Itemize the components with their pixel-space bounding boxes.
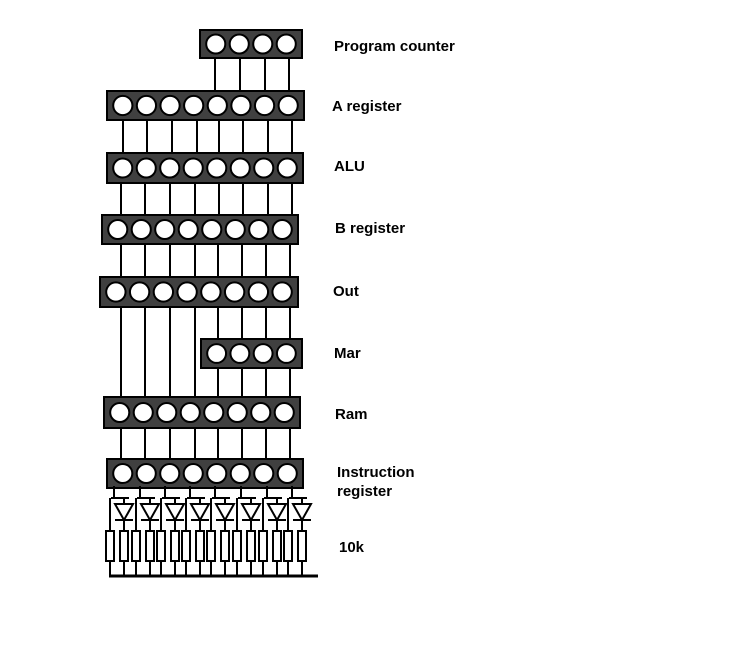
header-b-register-pin-6	[248, 218, 270, 241]
header-a-register-pin-4	[206, 94, 228, 117]
diode-2	[164, 503, 186, 523]
diode-0	[113, 503, 135, 523]
label-a-register: A register	[332, 98, 402, 115]
resistor-b-3	[195, 530, 205, 562]
header-ram-pin-2	[156, 401, 178, 424]
label-instruction-register-line1: Instruction	[337, 464, 415, 481]
header-b-register-pin-4	[201, 218, 223, 241]
header-alu-pin-6	[253, 157, 275, 179]
header-ram-pin-3	[179, 401, 201, 424]
header-instruction-register-pin-0	[112, 462, 134, 485]
header-ram-pin-0	[109, 401, 131, 424]
label-mar: Mar	[334, 345, 361, 362]
diode-4	[214, 503, 236, 523]
label-program-counter: Program counter	[334, 38, 455, 55]
header-ram-pin-6	[250, 401, 272, 424]
header-a-register-pin-2	[159, 94, 181, 117]
resistor-a-1	[131, 530, 141, 562]
header-mar-pin-2	[252, 343, 274, 364]
header-instruction-register-pin-2	[159, 462, 181, 485]
header-out-pin-7	[271, 281, 293, 303]
header-out-pin-5	[223, 281, 246, 303]
diode-1	[139, 503, 161, 523]
resistor-a-6	[258, 530, 268, 562]
header-out-pin-0	[105, 281, 127, 303]
header-a-register-pin-3	[183, 94, 205, 117]
label-alu: ALU	[334, 158, 365, 175]
header-instruction-register-pin-5	[229, 462, 251, 485]
header-a-register-pin-5	[230, 94, 252, 117]
resistor-b-7	[297, 530, 307, 562]
header-alu-pin-2	[159, 157, 181, 179]
header-instruction-register-pin-3	[182, 462, 204, 485]
header-ram-pin-1	[132, 401, 154, 424]
resistor-b-6	[272, 530, 282, 562]
header-b-register-pin-0	[107, 218, 129, 241]
header-alu-pin-4	[206, 157, 228, 179]
header-mar-pin-1	[229, 343, 251, 364]
header-program-counter-pin-0	[205, 33, 227, 55]
header-out-pin-2	[152, 281, 175, 303]
header-program-counter-pin-3	[275, 33, 297, 55]
header-instruction-register-pin-6	[253, 462, 275, 485]
header-a-register-pin-0	[112, 94, 134, 117]
header-ram-pin-4	[203, 401, 225, 424]
header-program-counter-pin-2	[252, 33, 274, 55]
resistor-a-2	[156, 530, 166, 562]
header-program-counter-pin-1	[228, 33, 250, 55]
resistor-a-7	[283, 530, 293, 562]
header-a-register-pin-7	[277, 94, 299, 117]
header-out-pin-4	[200, 281, 222, 303]
resistor-b-5	[246, 530, 256, 562]
header-instruction-register-pin-1	[135, 462, 157, 485]
header-instruction-register-pin-7	[276, 462, 298, 485]
header-alu-pin-5	[229, 157, 251, 179]
resistor-b-1	[145, 530, 155, 562]
header-a-register-pin-6	[253, 94, 276, 117]
resistor-a-3	[181, 530, 191, 562]
header-out-pin-1	[128, 281, 151, 303]
header-ram-pin-7	[273, 401, 295, 424]
label-b-register: B register	[335, 220, 406, 237]
header-b-register-pin-2	[154, 218, 176, 241]
header-out-pin-6	[247, 281, 270, 303]
header-mar-pin-3	[275, 343, 297, 364]
header-out-pin-3	[176, 281, 198, 303]
resistor-b-0	[119, 530, 129, 562]
label-resistor-value: 10k	[339, 539, 365, 556]
header-alu-pin-7	[276, 157, 298, 179]
header-alu-pin-0	[112, 157, 134, 179]
header-b-register-pin-1	[130, 218, 152, 241]
header-ram-pin-5	[226, 401, 248, 424]
diode-6	[266, 503, 288, 523]
diode-7	[291, 503, 313, 523]
label-out: Out	[333, 283, 359, 300]
resistor-a-5	[232, 530, 242, 562]
header-alu-pin-3	[182, 157, 204, 179]
header-instruction-register-pin-4	[206, 462, 228, 485]
header-alu-pin-1	[135, 157, 157, 179]
resistor-b-2	[170, 530, 180, 562]
resistor-a-4	[206, 530, 216, 562]
diode-3	[189, 503, 211, 523]
header-mar-pin-0	[206, 343, 228, 364]
resistor-a-0	[105, 530, 115, 562]
header-b-register-pin-7	[271, 218, 293, 241]
header-b-register-pin-5	[224, 218, 246, 241]
label-instruction-register-line2: register	[337, 483, 393, 500]
diode-5	[240, 503, 262, 523]
header-b-register-pin-3	[177, 218, 199, 241]
header-a-register-pin-1	[135, 94, 158, 117]
resistor-b-4	[220, 530, 230, 562]
label-ram: Ram	[335, 406, 368, 423]
